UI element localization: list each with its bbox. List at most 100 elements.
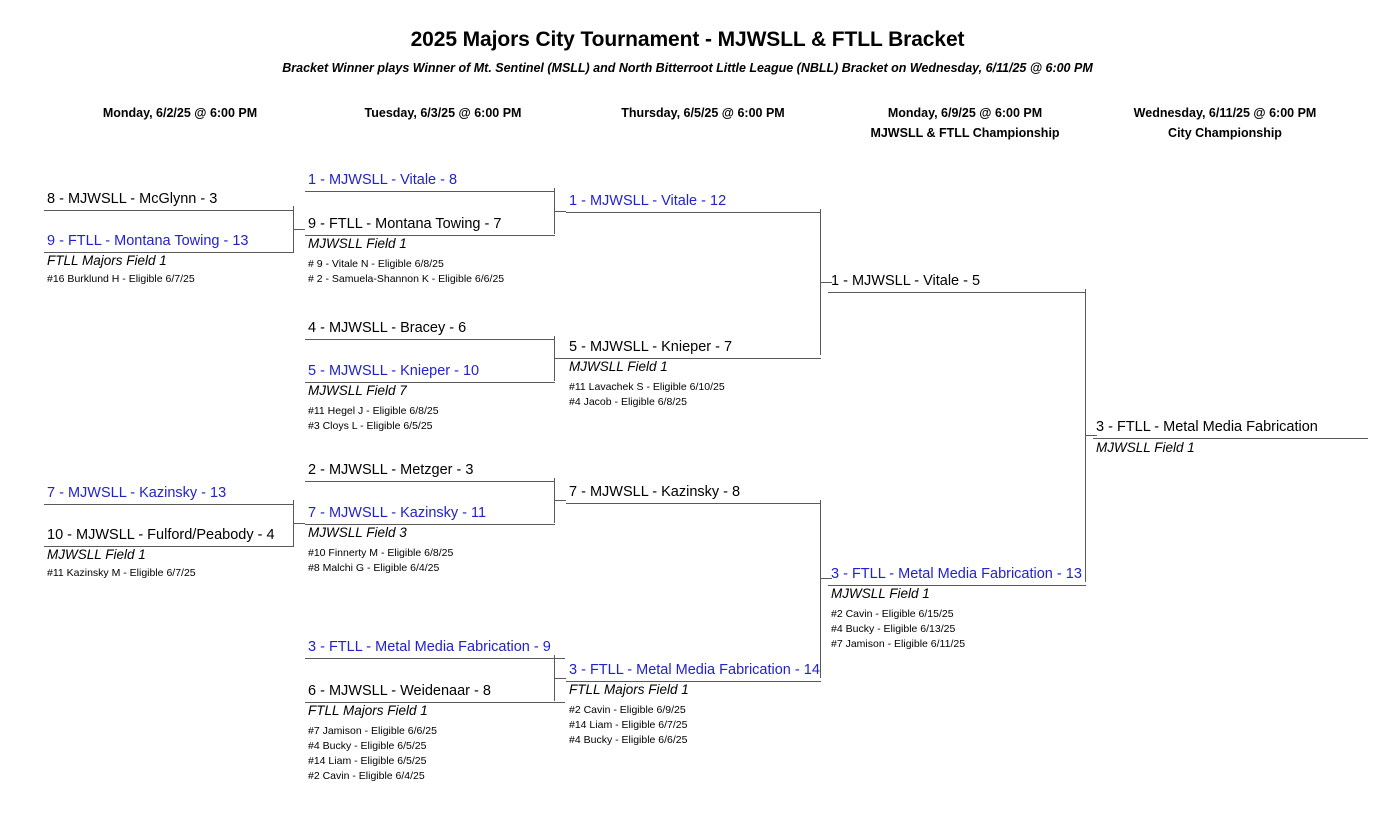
- match-field: MJWSLL Field 1: [47, 547, 146, 562]
- pitcher-line: #11 Hegel J - Eligible 6/8/25: [308, 405, 439, 417]
- team-name: 1 - MJWSLL - Vitale - 12: [566, 192, 821, 213]
- bracket-connector-stub: [820, 578, 832, 579]
- bracket-connector-stub: [554, 678, 566, 679]
- match-entry[interactable]: 7 - MJWSLL - Kazinsky - 13: [44, 484, 294, 505]
- pitcher-line: #4 Jacob - Eligible 6/8/25: [569, 396, 687, 408]
- bracket-connector-stub: [554, 358, 566, 359]
- column-header-round4: Monday, 6/9/25 @ 6:00 PM MJWSLL & FTLL C…: [825, 103, 1105, 143]
- pitcher-line: #4 Bucky - Eligible 6/13/25: [831, 623, 956, 635]
- column-header-line1: Thursday, 6/5/25 @ 6:00 PM: [621, 106, 785, 120]
- team-name: 5 - MJWSLL - Knieper - 7: [566, 338, 821, 359]
- team-name: 10 - MJWSLL - Fulford/Peabody - 4: [44, 526, 294, 547]
- pitcher-line: #4 Bucky - Eligible 6/5/25: [308, 740, 427, 752]
- match-field: MJWSLL Field 1: [831, 586, 930, 601]
- pitcher-line: #2 Cavin - Eligible 6/9/25: [569, 704, 686, 716]
- column-header-round3: Thursday, 6/5/25 @ 6:00 PM: [563, 103, 843, 123]
- team-name: 7 - MJWSLL - Kazinsky - 11: [305, 504, 555, 525]
- pitcher-line: #11 Lavachek S - Eligible 6/10/25: [569, 381, 725, 393]
- team-name: 1 - MJWSLL - Vitale - 5: [828, 272, 1086, 293]
- pitcher-line: # 9 - Vitale N - Eligible 6/8/25: [308, 258, 444, 270]
- match-entry[interactable]: 2 - MJWSLL - Metzger - 3: [305, 461, 555, 482]
- match-entry[interactable]: 8 - MJWSLL - McGlynn - 3: [44, 190, 294, 211]
- match-pitchers: #2 Cavin - Eligible 6/15/25 #4 Bucky - E…: [828, 607, 1088, 652]
- match-pitchers: # 9 - Vitale N - Eligible 6/8/25 # 2 - S…: [305, 257, 565, 287]
- pitcher-line: # 2 - Samuela-Shannon K - Eligible 6/6/2…: [308, 273, 505, 285]
- column-header-line1: Wednesday, 6/11/25 @ 6:00 PM: [1133, 106, 1317, 120]
- pitcher-line: #7 Jamison - Eligible 6/11/25: [831, 638, 966, 650]
- pitcher-line: #16 Burklund H - Eligible 6/7/25: [47, 273, 195, 285]
- match-field: MJWSLL Field 1: [569, 359, 668, 374]
- column-header-line1: Tuesday, 6/3/25 @ 6:00 PM: [364, 106, 522, 120]
- match-entry[interactable]: 6 - MJWSLL - Weidenaar - 8: [305, 682, 565, 703]
- column-header-round1: Monday, 6/2/25 @ 6:00 PM: [40, 103, 320, 123]
- match-entry[interactable]: 4 - MJWSLL - Bracey - 6: [305, 319, 555, 340]
- match-pitchers: #11 Kazinsky M - Eligible 6/7/25: [44, 566, 304, 581]
- bracket-connector-stub: [293, 229, 305, 230]
- column-header-round5: Wednesday, 6/11/25 @ 6:00 PM City Champi…: [1085, 103, 1365, 143]
- match-entry[interactable]: 7 - MJWSLL - Kazinsky - 11: [305, 504, 555, 525]
- column-header-line1: Monday, 6/9/25 @ 6:00 PM: [887, 106, 1043, 120]
- match-pitchers: #10 Finnerty M - Eligible 6/8/25 #8 Malc…: [305, 546, 565, 576]
- pitcher-line: #14 Liam - Eligible 6/7/25: [569, 719, 688, 731]
- bracket-connector-stub: [1085, 435, 1097, 436]
- match-entry[interactable]: 3 - FTLL - Metal Media Fabrication: [1093, 418, 1368, 439]
- match-field: FTLL Majors Field 1: [569, 682, 689, 697]
- team-name: 3 - FTLL - Metal Media Fabrication - 14: [566, 661, 821, 682]
- match-entry[interactable]: 3 - FTLL - Metal Media Fabrication - 13: [828, 565, 1086, 586]
- match-field: MJWSLL Field 1: [308, 236, 407, 251]
- team-name: 9 - FTLL - Montana Towing - 13: [44, 232, 294, 253]
- match-entry[interactable]: 9 - FTLL - Montana Towing - 13: [44, 232, 294, 253]
- pitcher-line: #10 Finnerty M - Eligible 6/8/25: [308, 547, 454, 559]
- team-name: 5 - MJWSLL - Knieper - 10: [305, 362, 555, 383]
- team-name: 1 - MJWSLL - Vitale - 8: [305, 171, 555, 192]
- match-field: FTLL Majors Field 1: [47, 253, 167, 268]
- team-name: 4 - MJWSLL - Bracey - 6: [305, 319, 555, 340]
- pitcher-line: #7 Jamison - Eligible 6/6/25: [308, 725, 437, 737]
- page-subtitle: Bracket Winner plays Winner of Mt. Senti…: [282, 61, 1093, 75]
- column-header-round2: Tuesday, 6/3/25 @ 6:00 PM: [303, 103, 583, 123]
- bracket-connector-stub: [293, 523, 305, 524]
- match-field: MJWSLL Field 7: [308, 383, 407, 398]
- column-header-line1: Monday, 6/2/25 @ 6:00 PM: [102, 106, 258, 120]
- team-name: 7 - MJWSLL - Kazinsky - 13: [44, 484, 294, 505]
- team-name: 3 - FTLL - Metal Media Fabrication: [1093, 418, 1368, 439]
- team-name: 9 - FTLL - Montana Towing - 7: [305, 215, 555, 236]
- bracket-connector-stub: [554, 500, 566, 501]
- match-field: MJWSLL Field 3: [308, 525, 407, 540]
- match-field: FTLL Majors Field 1: [308, 703, 428, 718]
- team-name: 6 - MJWSLL - Weidenaar - 8: [305, 682, 565, 703]
- match-pitchers: #16 Burklund H - Eligible 6/7/25: [44, 272, 304, 287]
- match-entry[interactable]: 9 - FTLL - Montana Towing - 7: [305, 215, 555, 236]
- column-header-line2: MJWSLL & FTLL Championship: [870, 126, 1060, 140]
- match-entry[interactable]: 3 - FTLL - Metal Media Fabrication - 9: [305, 638, 565, 659]
- page-title: 2025 Majors City Tournament - MJWSLL & F…: [410, 28, 965, 51]
- bracket-connector-stub: [820, 282, 832, 283]
- team-name: 2 - MJWSLL - Metzger - 3: [305, 461, 555, 482]
- match-pitchers: #11 Lavachek S - Eligible 6/10/25 #4 Jac…: [566, 380, 826, 410]
- team-name: 8 - MJWSLL - McGlynn - 3: [44, 190, 294, 211]
- pitcher-line: #3 Cloys L - Eligible 6/5/25: [308, 420, 433, 432]
- column-header-line2: City Championship: [1168, 126, 1282, 140]
- match-entry[interactable]: 5 - MJWSLL - Knieper - 7: [566, 338, 821, 359]
- pitcher-line: #14 Liam - Eligible 6/5/25: [308, 755, 427, 767]
- match-entry[interactable]: 1 - MJWSLL - Vitale - 8: [305, 171, 555, 192]
- pitcher-line: #2 Cavin - Eligible 6/15/25: [831, 608, 954, 620]
- pitcher-line: #4 Bucky - Eligible 6/6/25: [569, 734, 688, 746]
- match-entry[interactable]: 5 - MJWSLL - Knieper - 10: [305, 362, 555, 383]
- match-entry[interactable]: 1 - MJWSLL - Vitale - 12: [566, 192, 821, 213]
- match-entry[interactable]: 3 - FTLL - Metal Media Fabrication - 14: [566, 661, 821, 682]
- match-entry[interactable]: 10 - MJWSLL - Fulford/Peabody - 4: [44, 526, 294, 547]
- match-pitchers: #2 Cavin - Eligible 6/9/25 #14 Liam - El…: [566, 703, 826, 748]
- team-name: 3 - FTLL - Metal Media Fabrication - 9: [305, 638, 565, 659]
- pitcher-line: #2 Cavin - Eligible 6/4/25: [308, 770, 425, 782]
- pitcher-line: #11 Kazinsky M - Eligible 6/7/25: [47, 567, 196, 579]
- match-entry[interactable]: 7 - MJWSLL - Kazinsky - 8: [566, 483, 821, 504]
- team-name: 3 - FTLL - Metal Media Fabrication - 13: [828, 565, 1086, 586]
- match-pitchers: #11 Hegel J - Eligible 6/8/25 #3 Cloys L…: [305, 404, 565, 434]
- bracket-connector-stub: [554, 211, 566, 212]
- match-entry[interactable]: 1 - MJWSLL - Vitale - 5: [828, 272, 1086, 293]
- pitcher-line: #8 Malchi G - Eligible 6/4/25: [308, 562, 440, 574]
- bracket-connector-vertical: [820, 500, 821, 678]
- match-field: MJWSLL Field 1: [1096, 440, 1195, 455]
